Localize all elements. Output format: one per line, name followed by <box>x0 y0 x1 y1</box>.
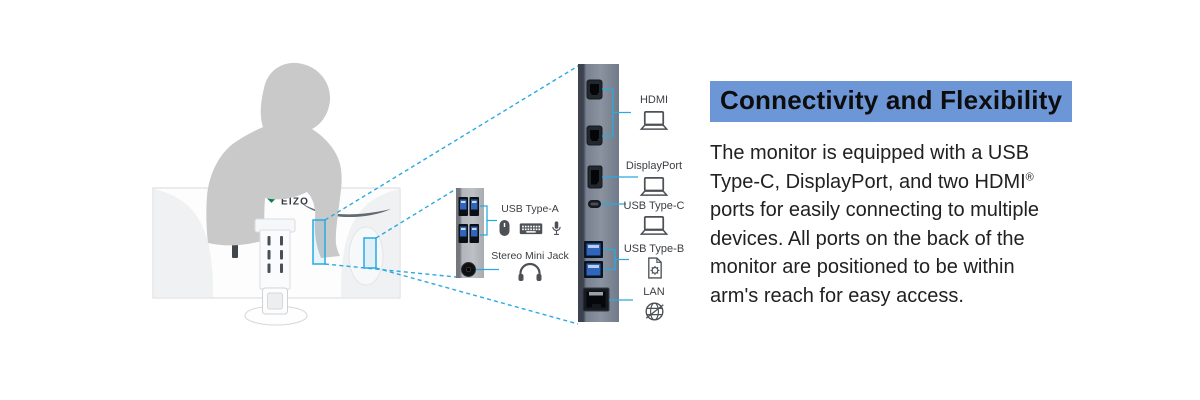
laptop-icon <box>639 215 669 235</box>
paragraph-line-text: Type-C, DisplayPort, and two HDMI <box>710 170 1026 193</box>
paragraph-line-text: monitor are positioned to be within <box>710 256 1015 279</box>
paragraph-line-text: devices. All ports on the back of the <box>710 227 1025 250</box>
stand-column <box>259 229 291 290</box>
hdmi-label: HDMI <box>639 94 669 106</box>
rear-panel-body <box>578 64 619 322</box>
usb-b-port-1 <box>584 241 603 258</box>
registered-trademark: ® <box>1025 170 1034 183</box>
usb-b-bracket-line <box>603 248 629 271</box>
eizo-logo-text: EIZO <box>281 197 309 208</box>
usb-b-icon-wrap <box>645 256 664 280</box>
lan-label: LAN <box>643 286 665 298</box>
paragraph-line-text: ports for easily connecting to multiple <box>710 199 1040 222</box>
paragraph-line: monitor are positioned to be within <box>710 253 1110 282</box>
paragraph-line-text: arm's reach for easy access. <box>710 284 964 307</box>
mouse-icon <box>499 220 510 236</box>
usb-a-port <box>458 224 468 243</box>
usb-c-port <box>588 200 601 208</box>
stereo-mini-jack-port <box>461 262 476 277</box>
description-paragraph: The monitor is equipped with a USB Type-… <box>710 139 1110 311</box>
document-gear-icon <box>648 257 662 279</box>
stereo-jack-label: Stereo Mini Jack <box>491 250 569 262</box>
lan-port <box>582 287 610 312</box>
paragraph-line: Type-C, DisplayPort, and two HDMI® <box>710 168 1110 197</box>
callout-line-bottom-small <box>324 263 457 278</box>
hdmi-icon-wrap <box>638 109 670 131</box>
hdmi-port-2 <box>586 125 603 146</box>
usb-a-port <box>469 197 479 216</box>
monitor-stand <box>244 218 308 326</box>
laptop-icon <box>639 176 669 196</box>
person-silhouette <box>206 62 342 258</box>
headphones-icon <box>518 262 542 281</box>
displayport-icon-wrap <box>638 175 670 197</box>
usb-a-port <box>458 197 468 216</box>
monitor-left-wing <box>154 189 214 297</box>
paragraph-line: devices. All ports on the back of the <box>710 225 1110 254</box>
laptop-icon <box>639 110 669 130</box>
hdmi-port-1 <box>586 79 603 100</box>
displayport-port <box>587 165 603 189</box>
port-highlight-main <box>312 219 326 265</box>
monitor-side-pocket <box>348 226 384 286</box>
usb-c-icon-wrap <box>638 214 670 236</box>
port-highlight-side <box>363 237 377 269</box>
lan-icon-wrap <box>642 300 667 322</box>
side-port-panel <box>456 188 499 278</box>
callout-line-top-large <box>324 65 579 221</box>
hdmi-bracket-line <box>602 88 631 137</box>
paragraph-line-text: The monitor is equipped with a USB <box>710 142 1030 164</box>
callout-line-top-small <box>375 188 457 239</box>
callout-lines <box>324 65 579 325</box>
usb-b-label: USB Type-B <box>623 243 685 255</box>
stereo-jack-icon-wrap <box>508 262 552 282</box>
section-heading: Connectivity and Flexibility <box>710 81 1073 122</box>
microphone-icon <box>552 220 561 235</box>
usb-c-label: USB Type-C <box>623 200 685 212</box>
stand-vesa-slits <box>267 236 283 273</box>
callout-line-bottom-large <box>375 267 579 325</box>
paragraph-line: ports for easily connecting to multiple <box>710 196 1110 225</box>
rear-panel-pointer-lines <box>601 88 638 301</box>
displayport-label: DisplayPort <box>625 160 683 172</box>
usb-a-label: USB Type-A <box>501 203 559 215</box>
rear-port-panel <box>578 64 638 322</box>
globe-icon <box>645 301 664 321</box>
usb-a-bracket-line <box>480 205 497 236</box>
keyboard-icon <box>519 222 543 234</box>
paragraph-line: arm's reach for easy access. <box>710 282 1110 311</box>
usb-b-port-2 <box>584 261 603 278</box>
usb-a-port <box>469 224 479 243</box>
cable-holder-hole <box>267 292 283 310</box>
paragraph-line: The monitor is equipped with a USB <box>710 139 1110 168</box>
usb-a-device-icons <box>490 217 570 239</box>
monitor-back-illustration: EIZO <box>152 62 638 326</box>
usb-a-ports <box>458 197 479 243</box>
